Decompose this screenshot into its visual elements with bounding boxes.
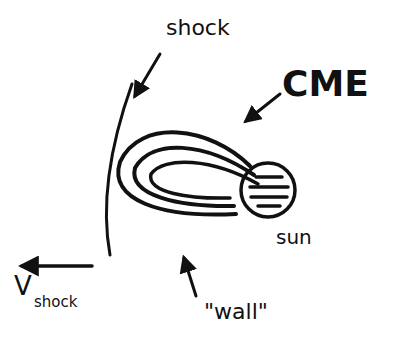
- label: CME: [282, 64, 369, 104]
- label: V: [14, 272, 32, 301]
- leader-arrow: [246, 94, 280, 121]
- label: sun: [276, 226, 312, 248]
- velocity-arrow: [22, 264, 92, 268]
- sun-disc: [241, 163, 295, 217]
- leader-arrow: [135, 54, 160, 96]
- leader-arrow: [184, 258, 196, 296]
- label: "wall": [204, 300, 268, 324]
- label: shock: [166, 16, 230, 40]
- sun-stripes: [250, 177, 288, 206]
- label: shock: [34, 294, 77, 311]
